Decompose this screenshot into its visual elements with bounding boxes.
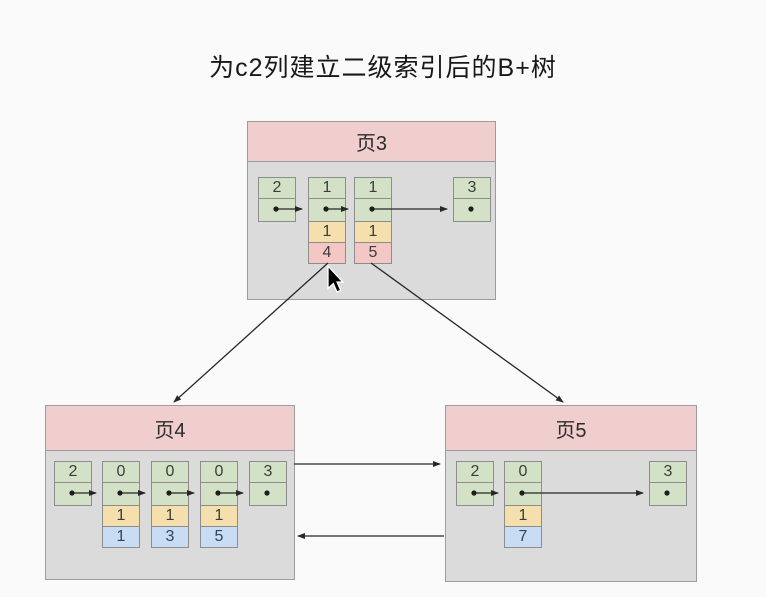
page5-header: 页5 <box>446 406 696 451</box>
record-pointer-dot-cell <box>308 198 346 222</box>
primary-key-cell: 3 <box>151 526 189 548</box>
primary-key-cell: 5 <box>200 526 238 548</box>
page-number-cell: 5 <box>354 242 392 264</box>
index-key-cell: 1 <box>151 505 189 527</box>
record-pointer-dot-cell <box>258 198 296 222</box>
record-pointer-dot-cell <box>200 482 238 506</box>
page3-record: 1 1 4 <box>308 177 346 264</box>
index-key-cell: 1 <box>200 505 238 527</box>
page5-record: 0 1 7 <box>504 461 542 548</box>
record-pointer-dot-cell <box>649 482 687 506</box>
primary-key-cell: 1 <box>102 526 140 548</box>
record-type-cell: 0 <box>102 461 140 483</box>
page5-infimum-record: 2 <box>456 461 494 506</box>
page4-supremum-record: 3 <box>249 461 287 506</box>
page3-header: 页3 <box>248 122 495 162</box>
page5-box: 页5 2 0 1 7 3 <box>445 405 697 582</box>
record-type-cell: 1 <box>354 177 392 199</box>
record-type-cell: 3 <box>249 461 287 483</box>
page3-box: 页3 2 1 1 4 1 1 5 3 <box>247 121 496 300</box>
diagram-title: 为c2列建立二级索引后的B+树 <box>209 54 557 82</box>
record-type-cell: 0 <box>200 461 238 483</box>
record-type-cell: 2 <box>258 177 296 199</box>
record-type-cell: 2 <box>54 461 92 483</box>
page4-record: 0 1 3 <box>151 461 189 548</box>
page4-infimum-record: 2 <box>54 461 92 506</box>
record-type-cell: 3 <box>453 177 491 199</box>
record-type-cell: 0 <box>151 461 189 483</box>
record-type-cell: 3 <box>649 461 687 483</box>
record-pointer-dot-cell <box>504 482 542 506</box>
record-type-cell: 0 <box>504 461 542 483</box>
index-key-cell: 1 <box>308 221 346 243</box>
index-key-cell: 1 <box>102 505 140 527</box>
record-type-cell: 2 <box>456 461 494 483</box>
record-pointer-dot-cell <box>54 482 92 506</box>
page3-infimum-record: 2 <box>258 177 296 222</box>
page4-box: 页4 2 0 1 1 0 1 3 0 1 5 3 <box>45 405 295 580</box>
record-pointer-dot-cell <box>453 198 491 222</box>
page4-record: 0 1 1 <box>102 461 140 548</box>
page5-supremum-record: 3 <box>649 461 687 506</box>
page4-header: 页4 <box>46 406 294 451</box>
index-key-cell: 1 <box>354 221 392 243</box>
primary-key-cell: 7 <box>504 526 542 548</box>
record-pointer-dot-cell <box>249 482 287 506</box>
record-pointer-dot-cell <box>102 482 140 506</box>
record-pointer-dot-cell <box>456 482 494 506</box>
record-pointer-dot-cell <box>354 198 392 222</box>
page4-record: 0 1 5 <box>200 461 238 548</box>
page3-supremum-record: 3 <box>453 177 491 222</box>
page-number-cell: 4 <box>308 242 346 264</box>
page3-record: 1 1 5 <box>354 177 392 264</box>
index-key-cell: 1 <box>504 505 542 527</box>
record-pointer-dot-cell <box>151 482 189 506</box>
record-type-cell: 1 <box>308 177 346 199</box>
